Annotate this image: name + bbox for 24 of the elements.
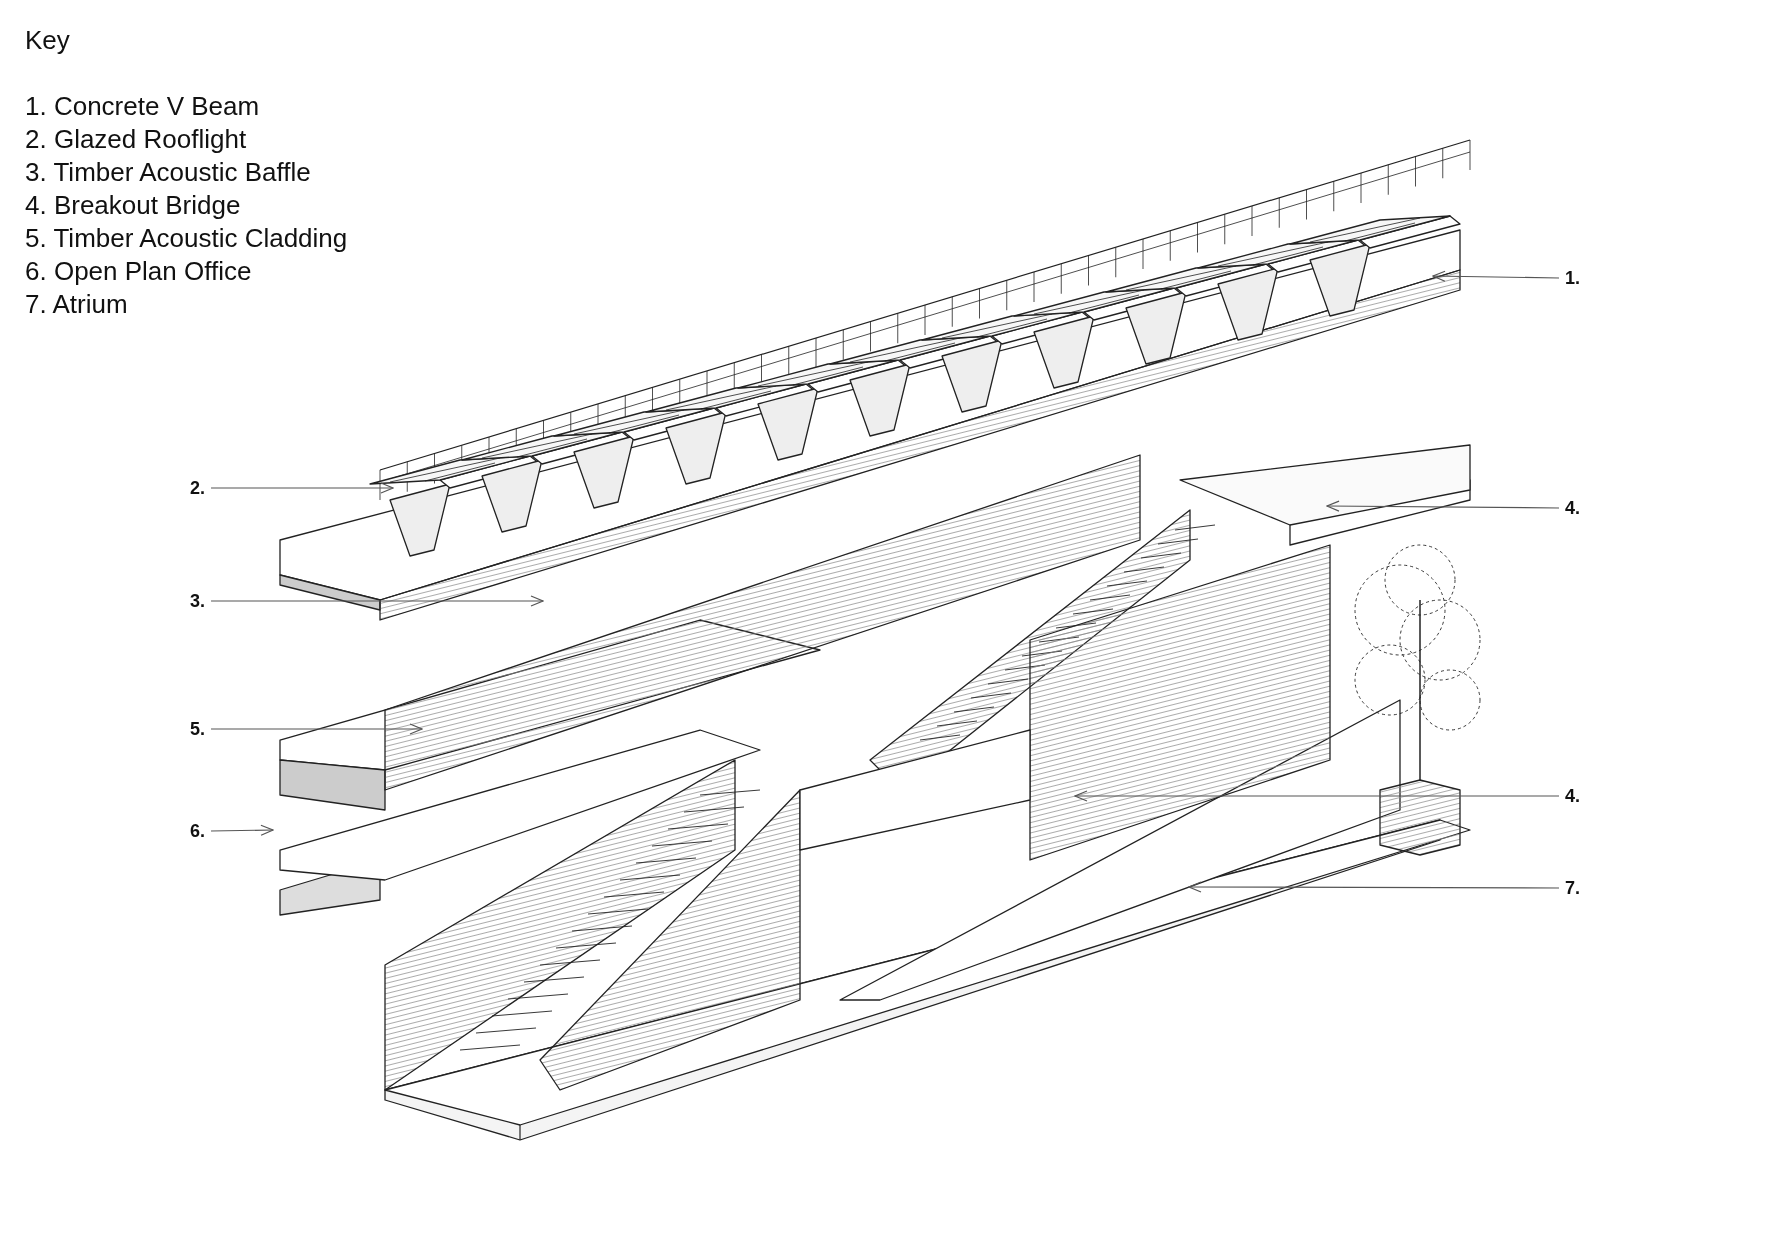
leader-line xyxy=(1188,881,1560,893)
leader-line xyxy=(1074,790,1560,802)
key-item: 2. Glazed Rooflight xyxy=(25,124,247,154)
key-item: 7. Atrium xyxy=(25,289,128,319)
leader-line xyxy=(210,824,274,836)
key-item: 5. Timber Acoustic Cladding xyxy=(25,223,348,253)
leader-line xyxy=(210,723,423,735)
key-item: 6. Open Plan Office xyxy=(25,256,252,286)
leader-line xyxy=(210,482,394,494)
key-item: 4. Breakout Bridge xyxy=(25,190,241,220)
callout-number: 2. xyxy=(190,478,205,498)
callout-number: 1. xyxy=(1565,268,1580,288)
callout-number: 7. xyxy=(1565,878,1580,898)
leader-line xyxy=(1432,270,1560,282)
callout-number: 6. xyxy=(190,821,205,841)
key-item: 3. Timber Acoustic Baffle xyxy=(25,157,311,187)
callout-number: 5. xyxy=(190,719,205,739)
leader-line xyxy=(1326,500,1560,512)
key-heading: Key xyxy=(25,25,70,55)
callout-number: 3. xyxy=(190,591,205,611)
callout-number: 4. xyxy=(1565,498,1580,518)
key-item: 1. Concrete V Beam xyxy=(25,91,260,121)
callout-number: 4. xyxy=(1565,786,1580,806)
leader-line xyxy=(210,595,544,607)
